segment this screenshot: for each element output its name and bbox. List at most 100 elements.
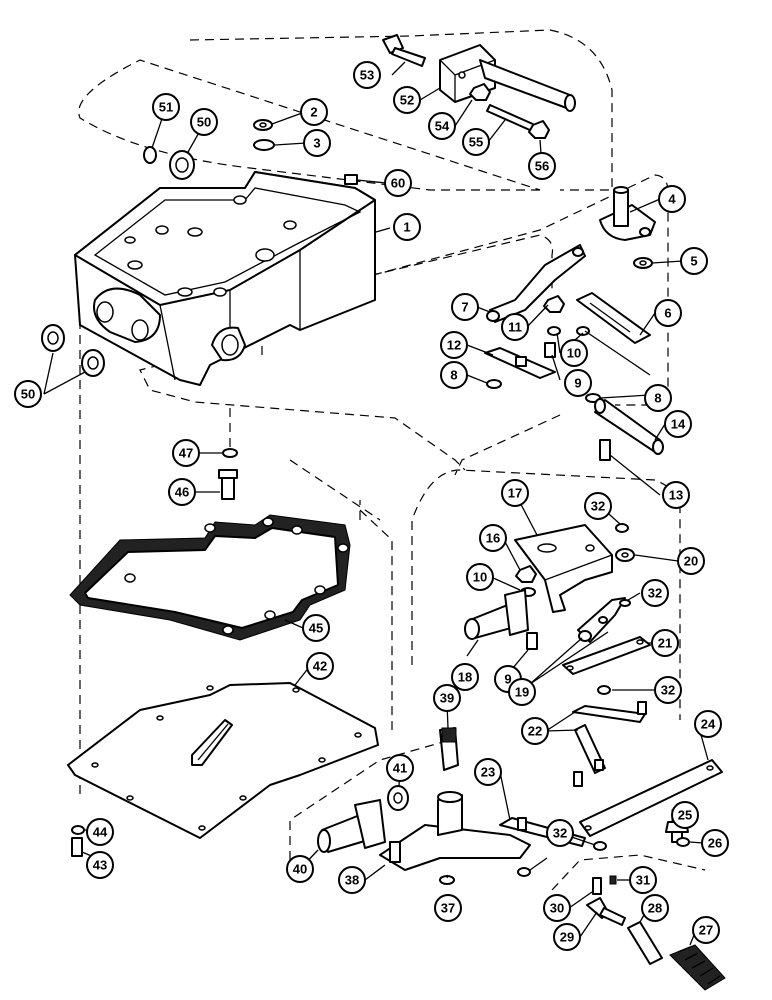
- callout-47: 47: [172, 439, 200, 467]
- callout-circle: [680, 247, 708, 275]
- callout-circle: [466, 563, 494, 591]
- callout-32b: 32: [641, 579, 669, 607]
- callout-label: 39: [440, 691, 454, 706]
- callout-label: 20: [684, 554, 698, 569]
- callout-circle: [677, 547, 705, 575]
- callout-label: 45: [309, 621, 323, 636]
- center-vertical-dashed: [289, 459, 381, 521]
- callout-circle: [654, 299, 682, 327]
- callout-39: 39: [433, 684, 461, 712]
- link-7: [486, 244, 586, 323]
- callout-42: 42: [306, 652, 334, 680]
- callout-label: 5: [690, 254, 697, 269]
- callout-circle: [286, 855, 314, 883]
- callout-50b: 50: [14, 380, 42, 408]
- nut-54: [469, 83, 491, 101]
- callout-22: 22: [521, 717, 549, 745]
- washer-20: [615, 548, 635, 562]
- callout-label: 12: [447, 338, 461, 353]
- callout-circle: [393, 213, 421, 241]
- block-52: [439, 44, 576, 112]
- lever-19: [577, 597, 626, 643]
- callout-circle: [671, 801, 699, 829]
- callout-circle: [654, 676, 682, 704]
- callout-label: 50: [21, 387, 35, 402]
- plate-38: [379, 791, 531, 871]
- callout-label: 38: [345, 873, 359, 888]
- callout-30: 30: [543, 894, 571, 922]
- callout-label: 42: [313, 659, 327, 674]
- callout-8a: 8: [440, 361, 468, 389]
- callout-55: 55: [462, 128, 490, 156]
- callout-circle: [451, 663, 479, 691]
- link-22-a: [572, 701, 647, 723]
- callout-37: 37: [434, 894, 462, 922]
- callout-circle: [641, 894, 669, 922]
- callout-31: 31: [629, 866, 657, 894]
- callout-label: 50: [197, 115, 211, 130]
- callout-circle: [546, 819, 574, 847]
- callout-label: 9: [574, 376, 581, 391]
- washer-32-top: [615, 523, 629, 533]
- callout-20: 20: [677, 547, 705, 575]
- callout-53: 53: [353, 61, 381, 89]
- callout-27: 27: [692, 916, 720, 944]
- callout-19: 19: [508, 678, 536, 706]
- callout-56: 56: [528, 152, 556, 180]
- callout-label: 60: [391, 176, 405, 191]
- cover-plate-42: [67, 682, 379, 839]
- callout-54: 54: [428, 112, 456, 140]
- callout-circle: [694, 710, 722, 738]
- washer-32-third: [597, 685, 611, 695]
- callout-label: 6: [664, 306, 671, 321]
- callout-16: 16: [479, 524, 507, 552]
- bolt-9-upper: [544, 342, 556, 358]
- callout-label: 51: [159, 100, 173, 115]
- callout-11: 11: [501, 313, 529, 341]
- callout-label: 26: [708, 836, 722, 851]
- callout-circle: [651, 629, 679, 657]
- shaft-40: [317, 799, 386, 853]
- washer-32-second: [619, 599, 631, 607]
- washer-47: [222, 448, 238, 458]
- callout-8b: 8: [644, 384, 672, 412]
- callout-circle: [462, 128, 490, 156]
- callout-label: 47: [179, 446, 193, 461]
- callout-label: 8: [450, 368, 457, 383]
- callout-label: 9: [504, 672, 511, 687]
- callout-label: 4: [668, 192, 676, 207]
- callout-label: 10: [473, 570, 487, 585]
- upper-right-group-outline: [261, 174, 669, 476]
- callout-circle: [306, 652, 334, 680]
- pin-31: [609, 875, 617, 885]
- spring-27: [669, 944, 726, 991]
- callout-label: 40: [293, 862, 307, 877]
- seal-50-left-lower: [81, 349, 105, 377]
- callout-52: 52: [393, 86, 421, 114]
- washer-5: [633, 257, 653, 269]
- callout-circle: [428, 112, 456, 140]
- callout-label: 22: [528, 724, 542, 739]
- callout-circle: [564, 369, 592, 397]
- callout-label: 2: [310, 105, 317, 120]
- callout-label: 7: [461, 300, 468, 315]
- callout-24: 24: [694, 710, 722, 738]
- callout-circle: [393, 86, 421, 114]
- callout-label: 52: [400, 93, 414, 108]
- bolt-53: [382, 34, 426, 67]
- bracket-17: [514, 524, 613, 613]
- callout-label: 44: [93, 825, 108, 840]
- callout-label: 3: [313, 136, 320, 151]
- callout-label: 43: [93, 858, 107, 873]
- sleeve-28: [627, 921, 663, 965]
- callout-46: 46: [168, 478, 196, 506]
- callout-17: 17: [501, 479, 529, 507]
- bolt-46: [218, 469, 238, 500]
- gasket-right-dashed-drop: [229, 408, 393, 730]
- callout-circle: [440, 331, 468, 359]
- shaft-18: [464, 589, 529, 640]
- washer-2: [253, 119, 273, 131]
- callout-6: 6: [654, 299, 682, 327]
- callout-4: 4: [658, 185, 686, 213]
